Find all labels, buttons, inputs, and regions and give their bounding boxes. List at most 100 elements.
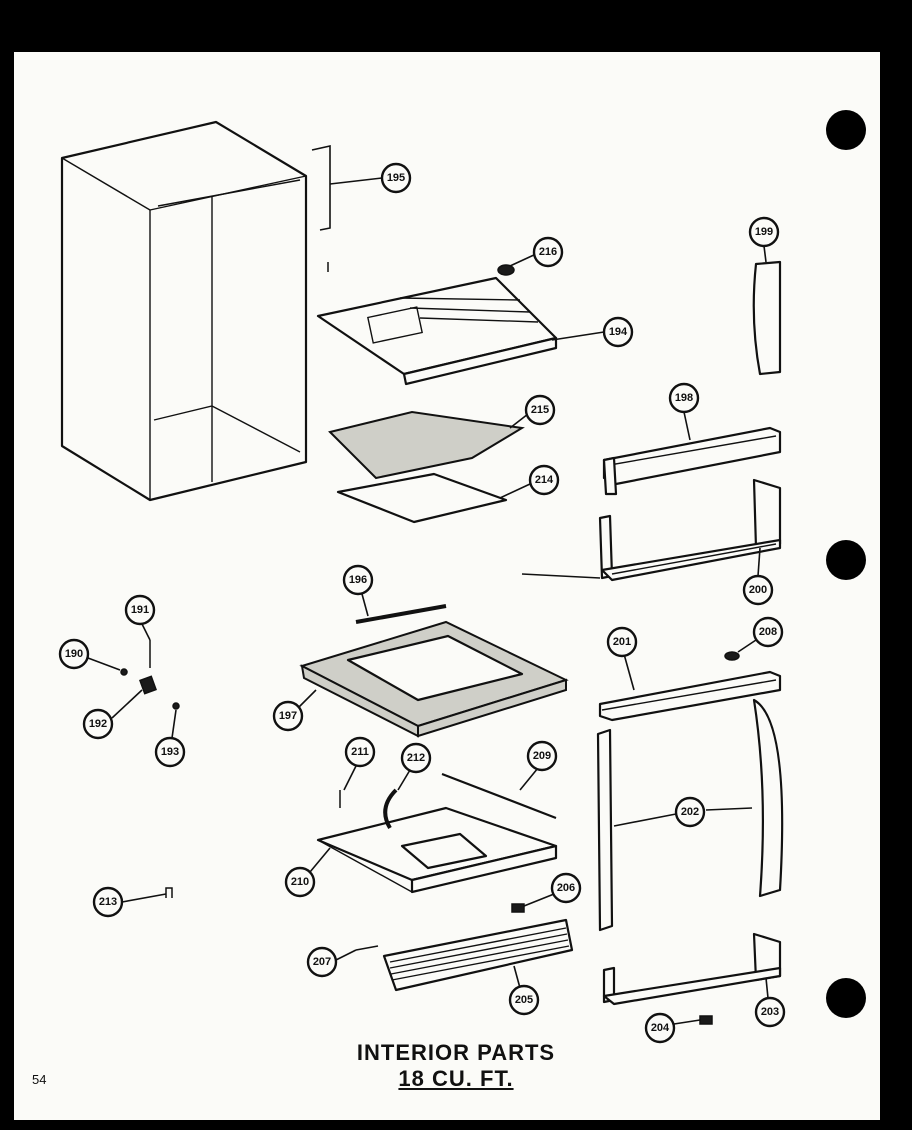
callout-216: 216 <box>532 236 564 268</box>
leader-205 <box>513 965 521 989</box>
svg-text:195: 195 <box>387 172 405 184</box>
callout-205: 205 <box>508 984 540 1016</box>
leader-208 <box>737 639 757 653</box>
binder-hole-top <box>826 110 866 150</box>
callout-210: 210 <box>284 866 316 898</box>
svg-text:210: 210 <box>291 876 309 888</box>
knob-216 <box>497 264 515 276</box>
screw-204 <box>699 1015 713 1025</box>
svg-text:194: 194 <box>609 326 628 338</box>
svg-text:199: 199 <box>755 226 773 238</box>
svg-text:215: 215 <box>531 404 549 416</box>
callout-215: 215 <box>524 394 556 426</box>
door-side-trim-202-right <box>752 698 784 898</box>
leader-212 <box>397 769 411 791</box>
leader-204 <box>673 1019 701 1025</box>
svg-text:205: 205 <box>515 994 533 1006</box>
svg-text:190: 190 <box>65 648 83 660</box>
leader-198 <box>683 411 691 441</box>
grille-205 <box>382 918 574 992</box>
leader-215 <box>509 413 529 429</box>
callout-206: 206 <box>550 872 582 904</box>
cover-214 <box>336 472 508 524</box>
leader-200 <box>757 547 761 577</box>
cabinet-liner <box>60 120 308 502</box>
leader-210 <box>309 847 331 873</box>
insulation-215 <box>328 410 525 480</box>
clip-206 <box>511 903 525 913</box>
callout-198: 198 <box>668 382 700 414</box>
leader-200-extension <box>521 573 601 579</box>
svg-text:201: 201 <box>613 636 631 648</box>
svg-text:213: 213 <box>99 896 117 908</box>
shelf-194 <box>316 262 558 386</box>
callout-196: 196 <box>342 564 374 596</box>
crisper-pan-210 <box>316 806 558 894</box>
callout-190: 190 <box>58 638 90 670</box>
leader-196 <box>361 593 369 617</box>
svg-text:191: 191 <box>131 604 149 616</box>
leader-214 <box>499 483 531 499</box>
wire-212 <box>383 788 398 830</box>
leader-202-right <box>705 807 753 811</box>
callout-194: 194 <box>602 316 634 348</box>
leader-202-left <box>613 813 677 827</box>
svg-text:214: 214 <box>535 474 554 486</box>
door-shelf-203 <box>602 932 782 1006</box>
svg-text:196: 196 <box>349 574 367 586</box>
leader-201 <box>623 653 635 691</box>
callout-201: 201 <box>606 626 638 658</box>
callout-193: 193 <box>154 736 186 768</box>
clip-213 <box>165 887 173 898</box>
rod-209 <box>441 772 557 820</box>
callout-207: 207 <box>306 946 338 978</box>
callout-213: 213 <box>92 886 124 918</box>
svg-text:207: 207 <box>313 956 331 968</box>
svg-text:203: 203 <box>761 1006 779 1018</box>
callout-191: 191 <box>124 594 156 626</box>
door-shelf-198 <box>602 426 782 496</box>
leader-203 <box>765 977 769 999</box>
leader-191 <box>141 623 151 641</box>
leader-194 <box>551 331 605 341</box>
svg-text:192: 192 <box>89 718 107 730</box>
hardware-190-193 <box>120 640 180 710</box>
leader-193 <box>171 709 177 739</box>
stop-208 <box>724 651 740 661</box>
svg-text:204: 204 <box>651 1022 670 1034</box>
callout-195: 195 <box>380 162 412 194</box>
callout-209: 209 <box>526 740 558 772</box>
svg-text:193: 193 <box>161 746 179 758</box>
door-shelf-200 <box>598 478 782 582</box>
svg-text:206: 206 <box>557 882 575 894</box>
diagram-subtitle: 18 CU. FT. <box>398 1066 514 1091</box>
leader-216 <box>509 253 537 267</box>
svg-text:216: 216 <box>539 246 557 258</box>
svg-text:197: 197 <box>279 710 297 722</box>
svg-text:200: 200 <box>749 584 767 596</box>
svg-text:208: 208 <box>759 626 777 638</box>
bracket-195 <box>311 145 331 231</box>
callout-197: 197 <box>272 700 304 732</box>
callout-211: 211 <box>344 736 376 768</box>
binder-hole-bottom <box>826 978 866 1018</box>
leader-209 <box>519 767 539 791</box>
crisper-frame-197 <box>299 620 569 738</box>
rod-196 <box>355 604 447 624</box>
leader-213 <box>121 893 167 903</box>
callout-212: 212 <box>400 742 432 774</box>
svg-text:209: 209 <box>533 750 551 762</box>
cover-199 <box>752 260 782 376</box>
leader-197 <box>297 689 317 709</box>
leader-211 <box>343 765 357 791</box>
leader-192 <box>111 689 143 719</box>
callout-202: 202 <box>674 796 706 828</box>
leader-190 <box>87 657 121 671</box>
callout-203: 203 <box>754 996 786 1028</box>
leader-206 <box>523 893 555 907</box>
leader-199 <box>763 245 767 263</box>
svg-text:202: 202 <box>681 806 699 818</box>
callout-200: 200 <box>742 574 774 606</box>
page-number: 54 <box>32 1072 47 1087</box>
